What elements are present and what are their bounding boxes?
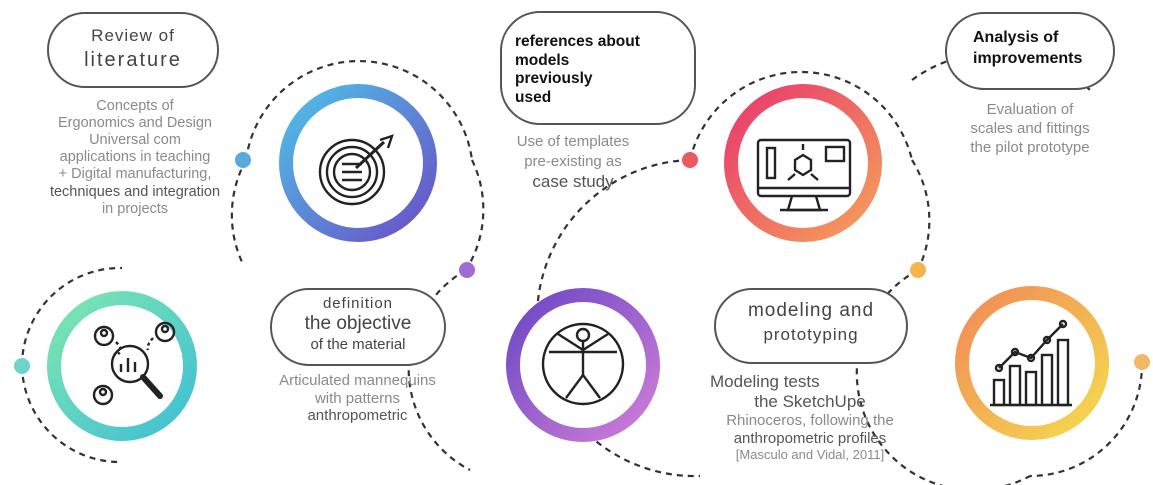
stage-1-text-line-7: in projects [101,200,169,217]
stage-1-text-line-3: Universal com [89,132,181,149]
stage-ring-4 [724,84,882,242]
stage-3-text-line-3: case study [532,172,614,191]
stage-2-text-line-3: anthropometric [307,407,408,425]
stage-5-label-line-1: Analysis of [973,29,1059,46]
vitruvian-man-icon [541,322,625,406]
stage-5-text-line-1: Evaluation of [986,101,1074,118]
stage-5-description: Evaluation of scales and fittings the pi… [930,101,1130,157]
stage-2-text-line-2: with patterns [314,389,401,407]
arc-stage-3-left [407,269,471,471]
stage-5-label: Analysis of improvements [945,12,1115,90]
growth-bar-chart-icon [990,319,1072,407]
stage-4-label: modeling and prototyping [714,288,908,364]
stage-1-text-line-2: Ergonomics and Design [58,115,212,132]
stage-3-label-line-2: models [515,51,570,69]
stage-4-label-line-2: prototyping [763,325,859,344]
stage-1-text-line-5: + Digital manufacturing, [58,166,212,183]
connector-dot-2 [235,152,251,168]
stage-1-label-line-1: Review of [91,26,175,45]
stage-2-label-line-3: of the material [310,336,406,353]
stage-4-text-line-5: [Masculo and Vidal, 2011] [735,447,885,463]
stage-3-label-line-4: used [515,88,552,106]
arc-stage-2-left [230,159,247,263]
stage-4-text-line-3: Rhinoceros, following the [726,412,894,430]
stage-ring-5 [955,286,1109,440]
arc-stage-4-right [911,159,931,271]
stage-3-description: Use of templates pre-existing as case st… [488,132,658,193]
target-dart-icon [318,134,394,206]
stage-5-label-line-2: improvements [973,49,1083,67]
arc-stage-4-top [688,70,914,161]
stage-2-label-line-2: the objective [304,313,412,334]
stage-5-text-line-3: the pilot prototype [970,138,1090,156]
connector-dot-6 [1134,354,1150,370]
connector-dot-5 [910,262,926,278]
arc-stage-5-right [1029,361,1144,478]
stage-3-text-line-2: pre-existing as [524,152,622,170]
stage-3-text-line-1: Use of templates [516,133,630,150]
stage-1-text-line-4: applications in teaching [59,149,211,166]
arc-stage-1-top [20,266,123,367]
connector-dot-4 [682,152,698,168]
stage-2-text-line-1: Articulated mannequins [279,372,436,389]
stage-3-label-line-3: previously [515,70,593,88]
stage-4-text-line-4: anthropometric profiles [733,429,887,447]
stage-1-label: Review of literature [47,12,219,88]
stage-5-text-line-2: scales and fittings [970,119,1090,137]
stage-2-description: Articulated mannequins with patterns ant… [255,372,460,425]
stage-2-label-line-1: definition [322,295,394,312]
computer-3d-modeling-icon [756,138,852,212]
stage-1-label-line-2: literature [84,49,182,71]
arc-stage-1-bottom [20,365,123,464]
arc-stage-3-join [465,159,485,271]
stage-3-label-line-1: references about [515,33,640,50]
arc-stage-2-top [244,60,474,161]
stage-3-label: references about models previously used [500,11,696,125]
magnifier-users-icon [92,321,176,406]
stage-4-text-line-2: the SketchUpe [754,392,866,412]
stage-4-text-line-1: Modeling tests [710,372,820,391]
stage-1-text-line-6: techniques and integration [49,183,221,200]
connector-dot-1 [14,358,30,374]
connector-dot-3 [459,262,475,278]
stage-4-description: Modeling tests the SketchUpe Rhinoceros,… [700,372,920,463]
stage-1-text-line-1: Concepts of [96,98,174,114]
arc-stage-4-left [535,158,701,478]
stage-2-label: definition the objective of the material [270,288,446,366]
stage-4-label-line-1: modeling and [747,300,875,321]
stage-1-description: Concepts of Ergonomics and Design Univer… [35,98,235,218]
